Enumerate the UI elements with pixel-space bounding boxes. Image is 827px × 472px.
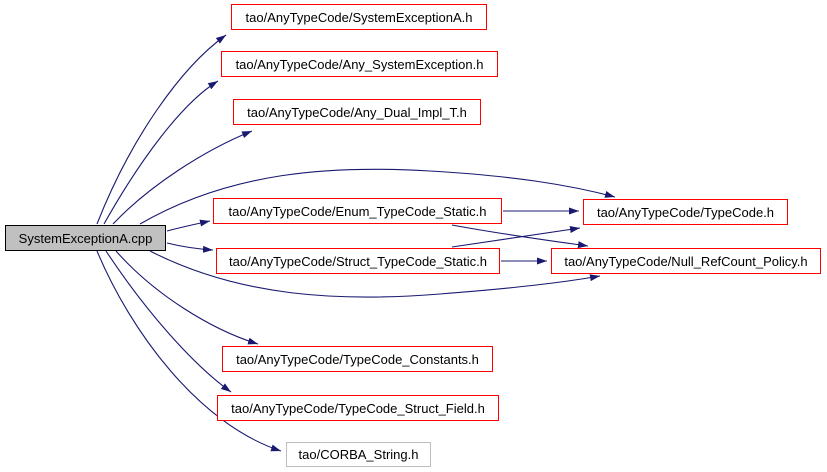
edge-cpp-to-struct-typecode-static-h	[166, 242, 214, 253]
edge-struct-to-typecode-h	[451, 226, 581, 248]
node-systemexceptiona-cpp: SystemExceptionA.cpp	[5, 225, 166, 251]
edge-cpp-to-typecode-struct-field-h	[105, 250, 232, 393]
node-systemexceptiona-h[interactable]: tao/AnyTypeCode/SystemExceptionA.h	[231, 4, 487, 30]
edge-cpp-to-enum-typecode-static-h	[166, 219, 211, 232]
edge-cpp-to-corba-string-h	[96, 250, 282, 452]
node-typecode-struct-field-h[interactable]: tao/AnyTypeCode/TypeCode_Struct_Field.h	[217, 395, 499, 421]
edge-cpp-to-any-dual-impl-t-h	[112, 130, 253, 225]
node-any-systemexception-h[interactable]: tao/AnyTypeCode/Any_SystemException.h	[221, 51, 498, 77]
edge-cpp-to-null-refcount-policy-h	[149, 250, 601, 298]
node-struct-typecode-static-h[interactable]: tao/AnyTypeCode/Struct_TypeCode_Static.h	[216, 248, 500, 274]
edge-cpp-to-typecode-constants-h	[115, 250, 259, 345]
edge-cpp-to-typecode-h	[139, 168, 616, 225]
node-typecode-constants-h[interactable]: tao/AnyTypeCode/TypeCode_Constants.h	[222, 346, 493, 372]
node-null-refcount-policy-h[interactable]: tao/AnyTypeCode/Null_RefCount_Policy.h	[551, 248, 821, 274]
edge-cpp-to-systemexceptiona-h	[96, 34, 227, 225]
node-typecode-h[interactable]: tao/AnyTypeCode/TypeCode.h	[583, 199, 788, 225]
edge-cpp-to-any-systemexception-h	[103, 80, 219, 225]
node-any-dual-impl-t-h[interactable]: tao/AnyTypeCode/Any_Dual_Impl_T.h	[233, 99, 481, 125]
node-enum-typecode-static-h[interactable]: tao/AnyTypeCode/Enum_TypeCode_Static.h	[213, 198, 502, 224]
edge-enum-to-null-refcount-h	[451, 224, 589, 249]
node-corba-string-h: tao/CORBA_String.h	[286, 442, 431, 467]
